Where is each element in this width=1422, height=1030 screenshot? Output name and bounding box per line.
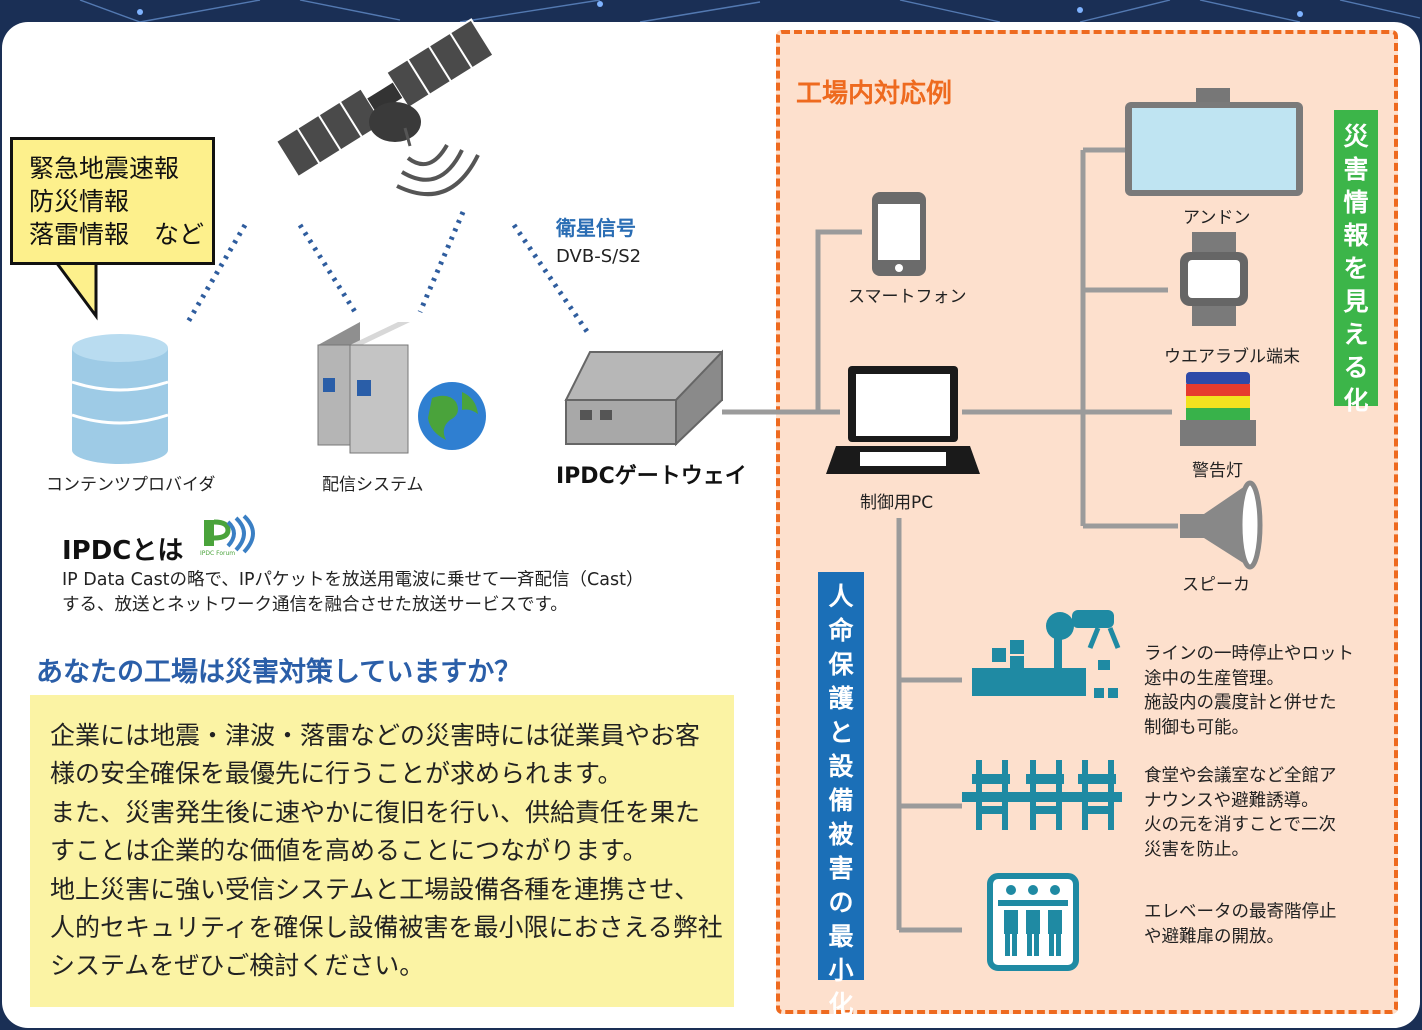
distribution-system-label: 配信システム: [322, 475, 424, 495]
smartphone-icon: [872, 192, 926, 276]
protect-char: 化: [828, 990, 854, 1019]
wearable-label: ウエアラブル端末: [1164, 347, 1300, 367]
visualize-char: 化: [1343, 386, 1369, 415]
speaker-label: スピーカ: [1182, 575, 1250, 595]
callout-line-1: 緊急地震速報: [29, 154, 180, 183]
protect-char: 保: [828, 650, 854, 679]
smartwatch-icon: [1180, 232, 1248, 326]
content-provider-label: コンテンツプロバイダ: [46, 475, 216, 495]
callout-line-2: 防災情報: [29, 187, 130, 216]
body-text: 企業には地震・津波・落雷などの災害時には従業員やお客 様の安全確保を最優先に行う…: [50, 717, 723, 986]
body-line: 企業には地震・津波・落雷などの災害時には従業員やお客: [50, 721, 701, 750]
alert-callout: 緊急地震速報 防災情報 落雷情報 など: [10, 137, 215, 265]
callout-pointer: [53, 260, 98, 321]
andon-label: アンドン: [1183, 208, 1251, 228]
smartphone-label: スマートフォン: [848, 287, 967, 307]
visualize-char: 情: [1343, 188, 1369, 217]
ipdc-description: IP Data Castの略で、IPパケットを放送用電波に乗せて一斉配信（Cas…: [62, 568, 643, 618]
action-line: 災害を防止。: [1144, 839, 1249, 860]
server-globe-icon: [317, 322, 486, 454]
body-line: 様の安全確保を最優先に行うことが求められます。: [50, 759, 623, 789]
protect-char: 害: [828, 854, 854, 883]
action-elevator-text: エレベータの最寄階停止 や避難扉の開放。: [1144, 900, 1337, 949]
action-line: ラインの一時停止やロット: [1144, 644, 1354, 664]
ipdc-forum-logo: [204, 514, 255, 554]
database-icon: [71, 334, 169, 464]
visualize-char: 見: [1343, 287, 1369, 316]
action-production-text: ラインの一時停止やロット 途中の生産管理。 施設内の震度計と併せた 制御も可能。: [1144, 642, 1354, 740]
satellite-icon: [274, 18, 495, 197]
andon-display-icon: [1125, 88, 1303, 196]
protect-char: 備: [828, 786, 854, 815]
protect-char: 人: [828, 582, 854, 611]
link-distribution-b: [417, 211, 466, 313]
body-line: システムをぜひご検討ください。: [50, 951, 425, 981]
protect-char: 護: [828, 684, 854, 713]
visualize-char: え: [1343, 320, 1369, 349]
ipdc-desc-line-2: する、放送とネットワーク通信を融合させた放送サービスです。: [62, 595, 568, 615]
factory-title: 工場内対応例: [796, 79, 953, 109]
gateway-box-icon: [564, 349, 723, 447]
visualize-char: 害: [1343, 155, 1369, 184]
action-announcement-text: 食堂や会議室など全館ア ナウンスや避難誘導。 火の元を消すことで二次 災害を防止…: [1144, 764, 1337, 862]
protect-char: と: [828, 718, 854, 747]
action-line: 食堂や会議室など全館ア: [1144, 766, 1337, 786]
elevator-icon: [987, 873, 1079, 971]
satellite-signal-label: 衛星信号: [556, 216, 636, 240]
visualize-char: 災: [1343, 122, 1369, 151]
visualize-banner: 災 害 情 報 を 見 え る 化: [1334, 110, 1378, 415]
action-line: 制御も可能。: [1144, 717, 1249, 738]
body-line: すことは企業的な価値を高めることにつながります。: [50, 836, 648, 866]
link-distribution-a: [297, 223, 360, 317]
protect-char: の: [828, 888, 854, 917]
action-line: 施設内の震度計と併せた: [1144, 693, 1337, 713]
action-line: ナウンスや避難誘導。: [1144, 790, 1319, 811]
callout-line-3: 落雷情報 など: [29, 220, 205, 249]
protection-banner: 人 命 保 護 と 設 備 被 害 の 最 小 化: [818, 572, 864, 1019]
protect-char: 設: [828, 752, 854, 781]
protect-char: 最: [828, 922, 854, 951]
ipdc-heading: IPDCとは: [62, 536, 184, 566]
body-line: 人的セキュリティを確保し設備被害を最小限におさえる弊社: [50, 913, 723, 943]
body-text-box: [30, 695, 734, 1007]
meeting-room-icon: [962, 760, 1122, 830]
visualize-char: を: [1343, 254, 1369, 283]
speaker-icon: [1180, 480, 1263, 570]
protect-char: 命: [828, 616, 854, 645]
body-line: 地上災害に強い受信システムと工場設備各種を連携させ、: [50, 874, 700, 904]
action-line: エレベータの最寄階停止: [1144, 902, 1337, 922]
production-line-icon: [972, 610, 1121, 698]
protect-char: 小: [828, 956, 854, 985]
visualize-char: る: [1343, 353, 1369, 382]
satellite-standard-label: DVB-S/S2: [556, 246, 642, 267]
ipdc-forum-logo-text: IPDC Forum: [200, 550, 236, 557]
link-provider: [185, 223, 248, 324]
gateway-label: IPDCゲートウェイ: [556, 464, 747, 489]
warning-light-icon: [1180, 372, 1256, 446]
warning-light-label: 警告灯: [1192, 461, 1243, 481]
body-line: また、災害発生後に速やかに復旧を行い、供給責任を果た: [50, 797, 701, 827]
link-gateway: [511, 223, 591, 335]
control-pc-label: 制御用PC: [860, 493, 934, 513]
laptop-icon: [826, 366, 980, 474]
action-line: や避難扉の開放。: [1144, 926, 1284, 947]
ipdc-desc-line-1: IP Data Castの略で、IPパケットを放送用電波に乗せて一斉配信（Cas…: [62, 570, 644, 590]
action-line: 途中の生産管理。: [1144, 668, 1284, 689]
action-line: 火の元を消すことで二次: [1144, 815, 1336, 835]
visualize-char: 報: [1343, 221, 1369, 250]
question-heading: あなたの工場は災害対策していますか？: [36, 657, 522, 688]
protect-char: 被: [828, 820, 854, 849]
